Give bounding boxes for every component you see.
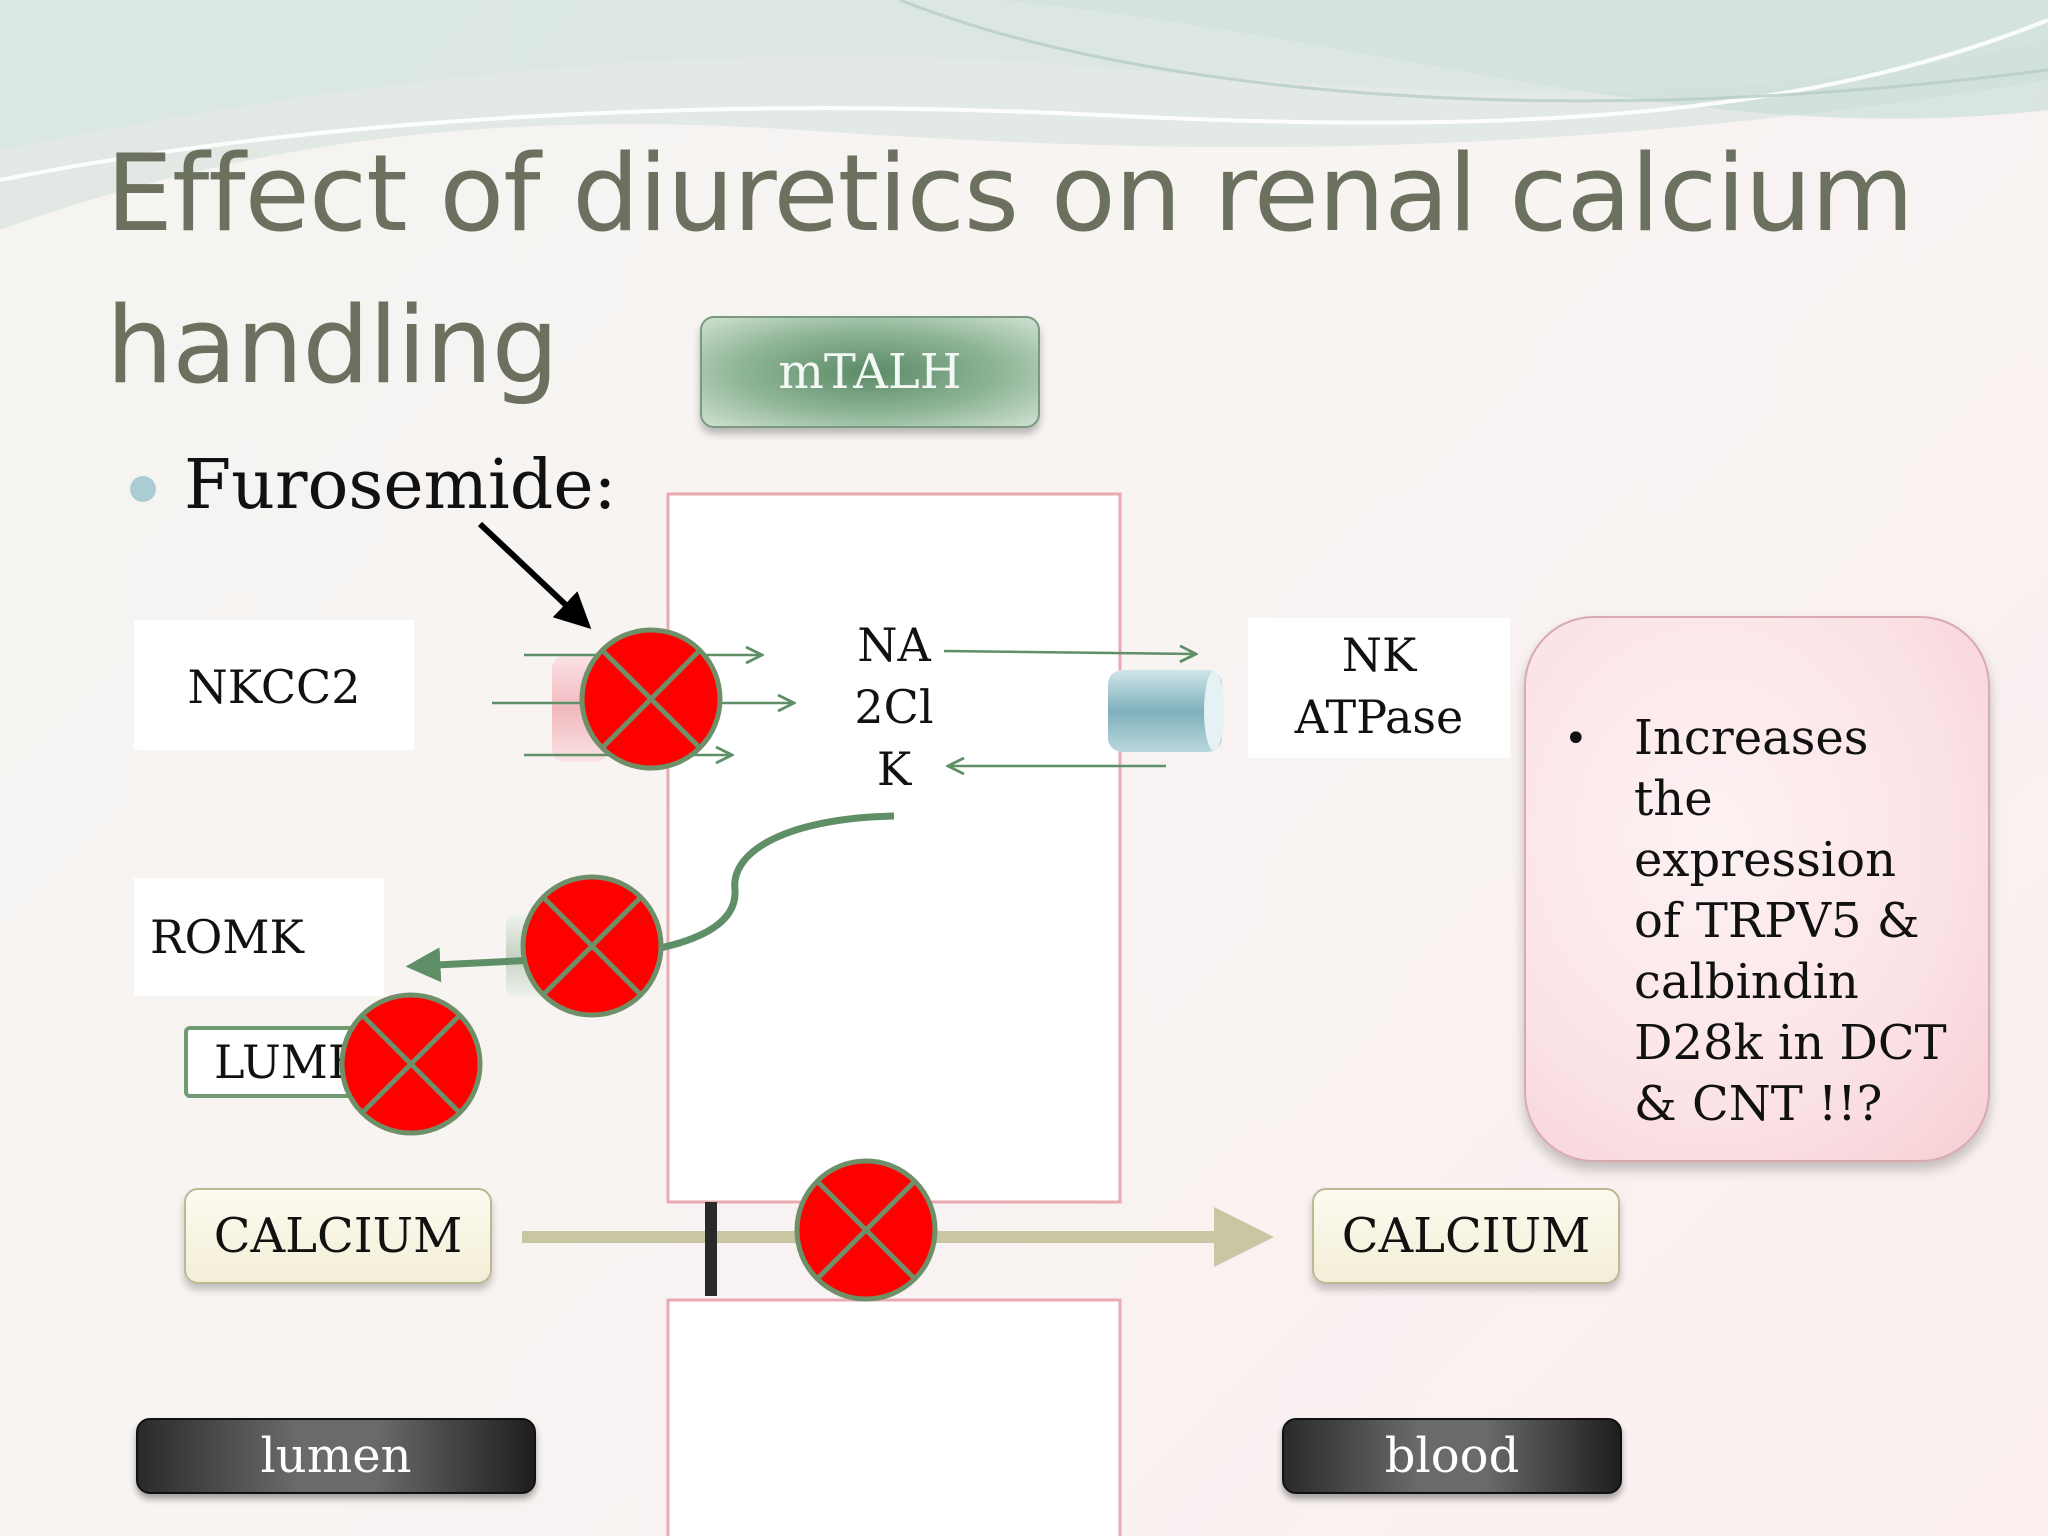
segment-label-mtalh: mTALH [700, 316, 1040, 428]
bullet-furosemide: Furosemide: [184, 446, 617, 525]
note-callout: • Increases the expression of TRPV5 & ca… [1524, 616, 1990, 1162]
block-marker-calcium [794, 1158, 938, 1302]
lumen-box: LUMEN [184, 1026, 408, 1098]
note-bullet: • [1564, 716, 1588, 762]
note-text: Increases the expression of TRPV5 & calb… [1634, 710, 1947, 1132]
bullet-dot [130, 476, 156, 502]
cell-lower [666, 1298, 1122, 1536]
label-romk: ROMK [150, 910, 304, 964]
side-label-blood: blood [1282, 1418, 1622, 1494]
label-nkcc2: NKCC2 [187, 660, 361, 714]
side-label-lumen: lumen [136, 1418, 536, 1494]
calcium-right: CALCIUM [1312, 1188, 1620, 1284]
label-nk-atpase: NK ATPase [1294, 628, 1464, 744]
nk-atpase-channel [1108, 670, 1222, 752]
slide-title: Effect of diuretics on renal calcium han… [106, 132, 1914, 407]
tight-junction [705, 1202, 717, 1296]
label-ions: NA 2Cl K [854, 618, 934, 796]
calcium-left: CALCIUM [184, 1188, 492, 1284]
block-marker-romk [520, 874, 664, 1018]
block-marker-nkcc2 [579, 627, 723, 771]
cell-upper [666, 492, 1122, 1204]
